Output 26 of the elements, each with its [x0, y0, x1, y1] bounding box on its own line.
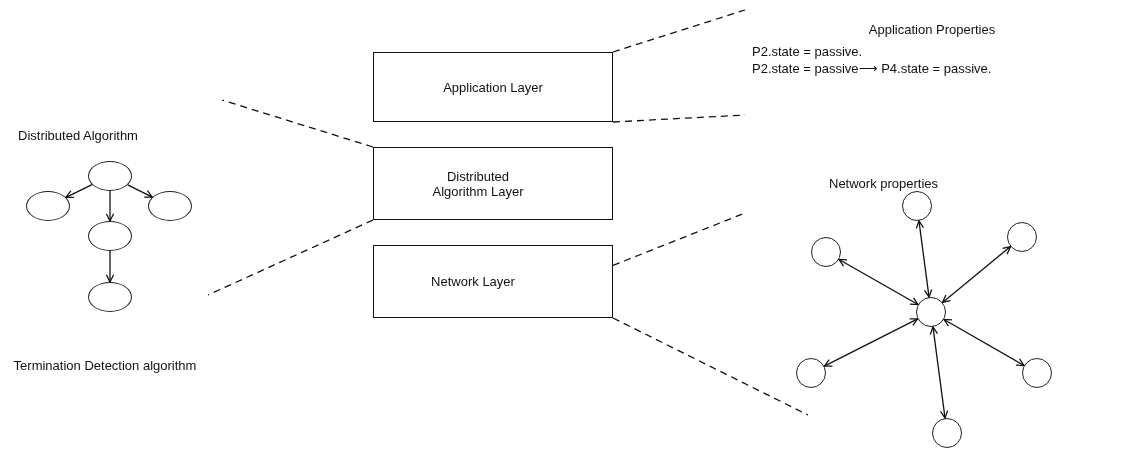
layer-label: Network Layer — [430, 274, 516, 289]
caption-text: Application Properties — [867, 22, 997, 37]
double-arrow — [929, 326, 949, 419]
caption-text: Termination Detection algorithm — [12, 358, 198, 373]
caption-text: Network properties — [829, 176, 939, 191]
double-arrow — [915, 220, 933, 298]
layer-label: Application Layer — [443, 79, 543, 95]
property-text: P2.state = passive⟶ P4.state = passive. — [752, 61, 992, 76]
dashed-line — [612, 317, 809, 416]
layer-label: Distributed Algorithm Layer — [431, 168, 525, 199]
double-arrow — [943, 318, 1025, 367]
property-text: P2.state = passive. — [752, 44, 863, 59]
dashed-line — [221, 99, 374, 148]
arrow — [65, 184, 93, 199]
layer-box — [373, 245, 613, 318]
dashed-line — [207, 219, 374, 296]
layer-box — [373, 52, 613, 122]
double-arrow — [823, 318, 919, 367]
double-arrow — [941, 245, 1012, 304]
caption-text: Distributed Algorithm — [18, 128, 138, 143]
arrow — [105, 190, 115, 222]
arrow — [105, 250, 115, 283]
arrow — [127, 184, 153, 198]
dashed-line — [612, 9, 746, 53]
layer-box — [373, 147, 613, 220]
double-arrow — [838, 258, 919, 306]
